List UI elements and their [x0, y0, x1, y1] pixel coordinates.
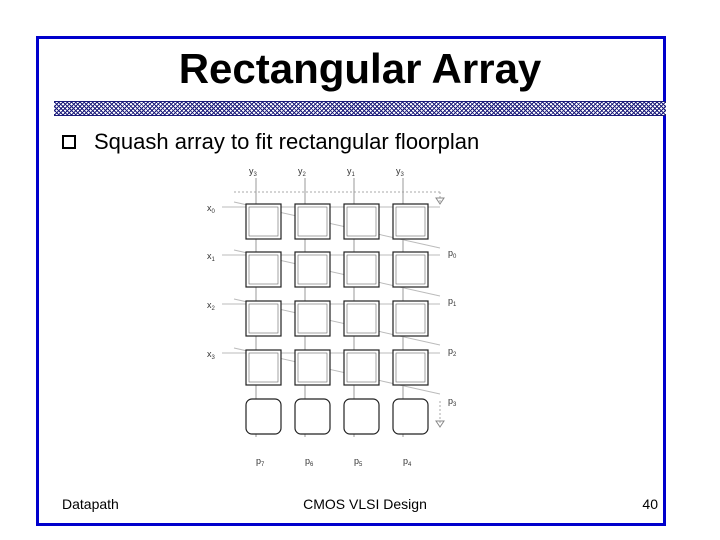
cell-inner-border [248, 352, 279, 383]
cell-inner-border [248, 206, 279, 237]
product-output-label: p1 [448, 296, 457, 308]
cell-inner-border [346, 352, 377, 383]
product-output-label: p5 [354, 456, 363, 468]
footer-page-number: 40 [642, 496, 658, 512]
cell-inner-border [297, 206, 328, 237]
adder-cell [245, 398, 282, 435]
y-input-label: y2 [298, 166, 307, 178]
adder-cell [392, 398, 429, 435]
partial-product-cell [392, 300, 429, 337]
checkbox-bullet-icon [62, 135, 76, 149]
cell-inner-border [297, 352, 328, 383]
partial-product-cell [245, 300, 282, 337]
y-input-label: y3 [396, 166, 405, 178]
x-input-label: x3 [207, 349, 216, 361]
cell-inner-border [395, 352, 426, 383]
cell-inner-border [395, 254, 426, 285]
cell-inner-border [248, 303, 279, 334]
product-output-label: p2 [448, 346, 457, 358]
cell-inner-border [297, 303, 328, 334]
partial-product-cell [294, 300, 331, 337]
cell-inner-border [346, 206, 377, 237]
footer-left: Datapath [62, 496, 119, 512]
partial-product-cell [245, 203, 282, 240]
partial-product-cell [245, 349, 282, 386]
partial-product-cell [343, 300, 380, 337]
partial-product-cell [392, 203, 429, 240]
partial-product-cell [294, 251, 331, 288]
x-input-label: x0 [207, 203, 216, 215]
down-arrow-icon [435, 420, 445, 428]
down-arrow-icon [435, 197, 445, 205]
cell-inner-border [395, 303, 426, 334]
cell-inner-border [297, 254, 328, 285]
footer-center: CMOS VLSI Design [303, 496, 427, 512]
slide-frame [36, 36, 666, 526]
product-output-label: p3 [448, 396, 457, 408]
product-output-label: p6 [305, 456, 314, 468]
cell-inner-border [346, 303, 377, 334]
y-input-label: y3 [249, 166, 258, 178]
product-output-label: p7 [256, 456, 265, 468]
partial-product-cell [392, 251, 429, 288]
slide-title: Rectangular Array [178, 45, 542, 92]
partial-product-cell [294, 203, 331, 240]
partial-product-cell [343, 251, 380, 288]
x-input-label: x1 [207, 251, 216, 263]
multiplier-array-diagram: y3 y2 y1 y3 x0 x1 x2 x3 p0 p1 p2 p3 p7 p6 p5 p4 [207, 166, 457, 468]
product-output-label: p0 [448, 248, 457, 260]
adder-cell [343, 398, 380, 435]
title-divider [54, 101, 666, 116]
partial-product-cell [343, 203, 380, 240]
cell-inner-border [248, 254, 279, 285]
adder-cell [294, 398, 331, 435]
partial-product-cell [343, 349, 380, 386]
cell-inner-border [346, 254, 377, 285]
bullet-item: Squash array to fit rectangular floorpla… [62, 127, 479, 157]
y-input-label: y1 [347, 166, 356, 178]
x-input-label: x2 [207, 300, 216, 312]
cell-inner-border [395, 206, 426, 237]
partial-product-cell [392, 349, 429, 386]
partial-product-cell [294, 349, 331, 386]
product-output-label: p4 [403, 456, 412, 468]
partial-product-cell [245, 251, 282, 288]
bullet-text: Squash array to fit rectangular floorpla… [94, 129, 480, 154]
